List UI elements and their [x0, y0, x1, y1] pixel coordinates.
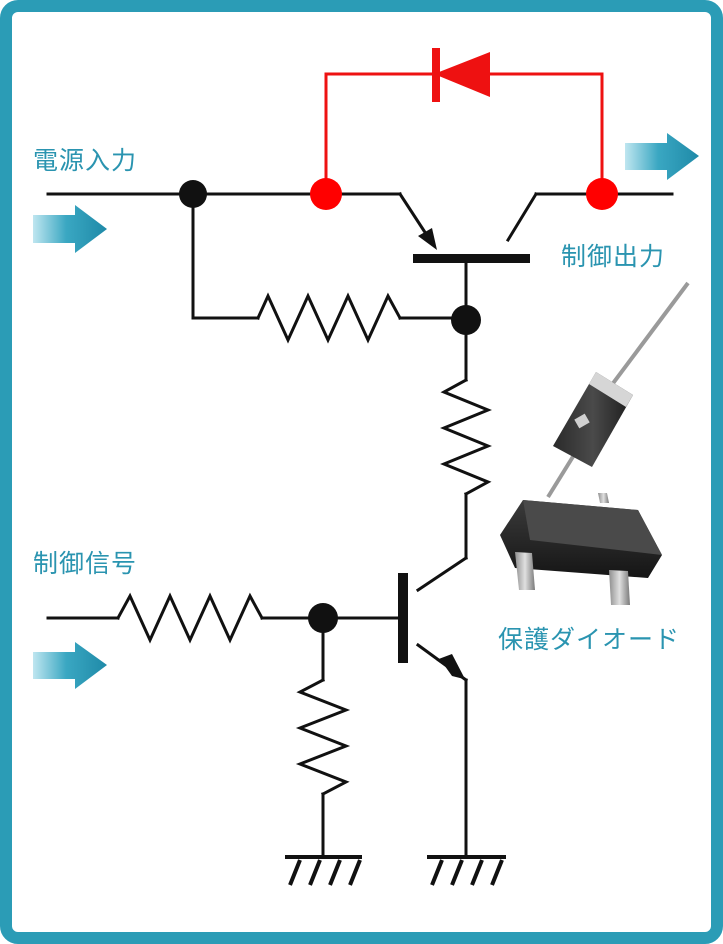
base-junction-node — [451, 305, 481, 335]
signal-resistor — [115, 592, 265, 644]
ground-left-icon — [285, 855, 362, 886]
diode-and-sot23-package-icon — [500, 281, 690, 605]
signal-arrow-icon — [33, 642, 107, 689]
npn-collector-lead — [415, 555, 469, 593]
npn-base-bar — [398, 573, 408, 663]
diode-bypass-wire — [324, 72, 604, 194]
power-input-label: 電源入力 — [33, 146, 138, 175]
diode-anode-node — [310, 178, 342, 210]
junction-node — [179, 180, 207, 208]
control-signal-label: 制御信号 — [33, 549, 138, 578]
bias-resistor — [256, 292, 403, 344]
output-arrow-icon — [625, 133, 699, 180]
signal-junction-node — [308, 603, 338, 633]
transistor-collector-lead — [505, 191, 539, 243]
diode-cathode-node — [586, 178, 618, 210]
input-arrow-icon — [33, 205, 107, 253]
protection-diode-label: 保護ダイオード — [498, 625, 681, 654]
control-output-label: 制御出力 — [561, 242, 666, 271]
diode-symbol-icon — [434, 52, 490, 97]
pulldown-resistor — [295, 677, 351, 797]
diode-cathode-bar — [432, 48, 440, 102]
pnp-base-bar — [413, 254, 530, 263]
base-resistor — [440, 377, 492, 497]
pnp-emitter-arrow-icon — [418, 228, 437, 250]
ground-right-icon — [427, 855, 506, 886]
